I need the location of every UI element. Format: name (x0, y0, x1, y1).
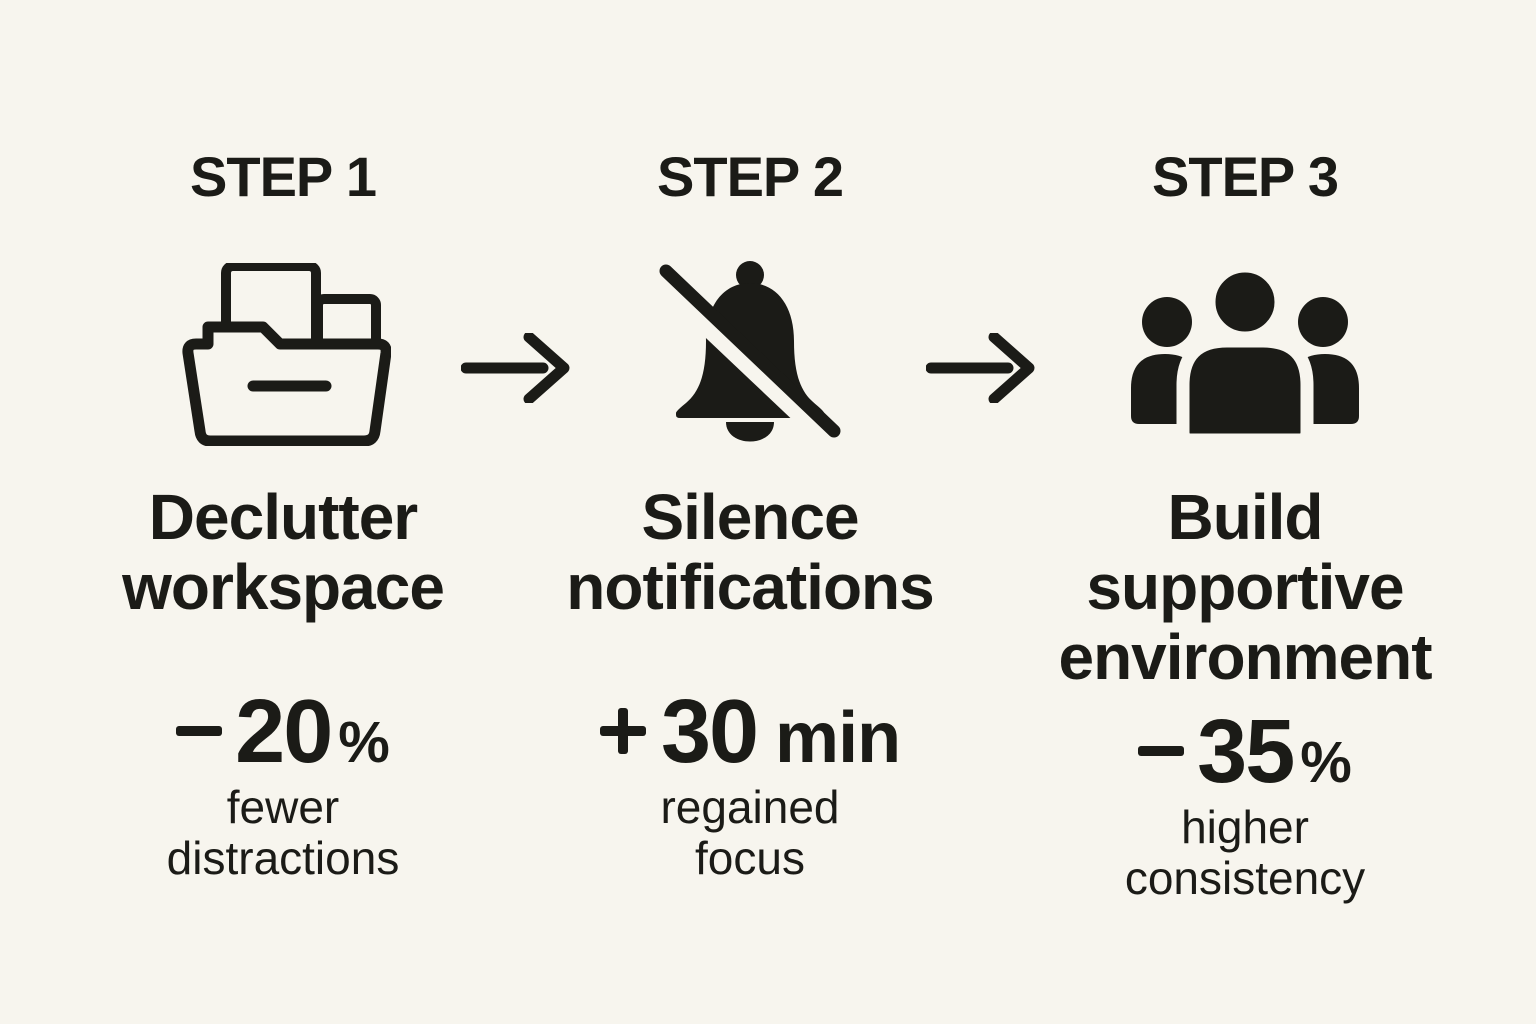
step-1-label: STEP 1 (190, 145, 377, 208)
right-arrow-icon (926, 333, 1036, 403)
folder-documents-icon (181, 263, 391, 446)
step-1-icon-wrap (53, 252, 513, 457)
step-3-metric-value: 35 (1197, 702, 1295, 802)
step-3-metric-unit: % (1300, 730, 1352, 795)
step-1-title: Declutter workspace (122, 481, 445, 623)
step-2-caption: regained focus (660, 781, 840, 884)
step-2-label: STEP 2 (657, 145, 844, 208)
step-3-label: STEP 3 (1152, 145, 1339, 208)
step-3-caption: higher consistency (1124, 801, 1366, 904)
step-3-panel: STEP 3 Build supportive environment 35% … (1015, 0, 1475, 1024)
step-2-metric-value: 30 (660, 682, 759, 782)
step-1-metric-unit: % (338, 710, 390, 775)
step-2-metric-unit: min (775, 698, 901, 778)
step-1-caption: fewer distractions (166, 781, 400, 884)
step-1-panel: STEP 1 Declutter workspace 20% fewer dis… (53, 0, 513, 1024)
minus-sign-icon (176, 726, 223, 736)
step-3-metric: 35% (1015, 707, 1475, 808)
step-1-metric: 20% (53, 687, 513, 788)
step-1-metric-value: 20 (235, 682, 333, 782)
people-group-icon (1130, 259, 1359, 446)
step-2-icon-wrap (520, 252, 980, 457)
step-2-title: Silence notifications (566, 481, 934, 623)
right-arrow-icon (461, 333, 571, 403)
step-3-icon-wrap (1015, 252, 1475, 457)
bell-off-icon (656, 260, 841, 446)
minus-sign-icon (1138, 746, 1185, 756)
step-3-title: Build supportive environment (1058, 481, 1432, 693)
plus-sign-icon (599, 708, 646, 754)
